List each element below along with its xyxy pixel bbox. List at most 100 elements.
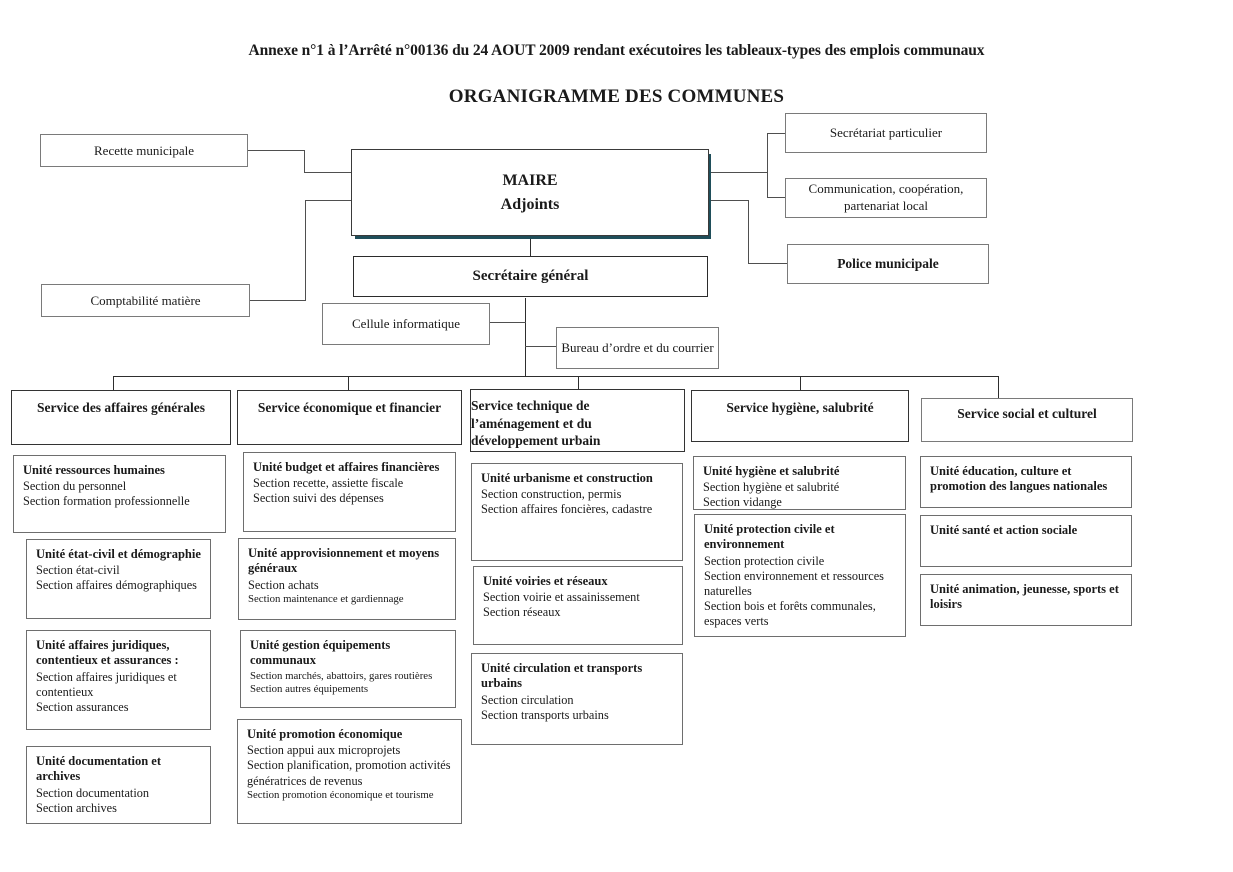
service-title-technique-line1: Service technique de	[471, 398, 590, 414]
unit-section: Section réseaux	[483, 605, 561, 620]
service-header-technique-amenagement[interactable]: Service technique de l’aménagement et du…	[470, 389, 685, 452]
unit-name: Unité affaires juridiques, contentieux e…	[36, 638, 179, 668]
unit-name: Unité circulation et transports urbains	[481, 661, 643, 691]
unit-section: Section maintenance et gardiennage	[248, 592, 404, 605]
unit-name: Unité animation, jeunesse, sports et loi…	[930, 582, 1119, 612]
secretariat-particulier-label: Secrétariat particulier	[829, 125, 943, 140]
unit-name: Unité protection civile et environnement	[704, 522, 835, 552]
unit-section: Section vidange	[703, 495, 782, 510]
unit-name: Unité hygiène et salubrité	[703, 464, 840, 478]
unit-section: Section marchés, abattoirs, gares routiè…	[250, 669, 433, 682]
connector-maire-right-h	[710, 172, 768, 173]
service-title-social-culturel: Service social et culturel	[957, 406, 1097, 421]
unit-name: Unité budget et affaires financières	[253, 460, 440, 474]
service-title-affaires-generales: Service des affaires générales	[36, 400, 206, 415]
unit-budget-affaires-financieres[interactable]: Unité budget et affaires financières Sec…	[243, 452, 456, 532]
annex-title: Annexe n°1 à l’Arrêté n°00136 du 24 AOUT…	[248, 42, 985, 59]
unit-name: Unité santé et action sociale	[930, 523, 1078, 537]
service-title-economique-financier: Service économique et financier	[257, 400, 442, 415]
unit-section: Section circulation	[481, 692, 574, 707]
connector-recette-h1	[248, 150, 305, 151]
unit-section: Section voirie et assainissement	[483, 590, 640, 605]
unit-section: Section autres équipements	[250, 683, 369, 696]
unit-approvisionnement-moyens-generaux[interactable]: Unité approvisionnement et moyens généra…	[238, 538, 456, 620]
unit-ressources-humaines[interactable]: Unité ressources humaines Section du per…	[13, 455, 226, 533]
unit-name: Unité éducation, culture et promotion de…	[930, 464, 1108, 494]
connector-recette-h2	[304, 172, 352, 173]
unit-name: Unité ressources humaines	[23, 463, 165, 477]
unit-section: Section recette, assiette fiscale	[253, 476, 404, 491]
unit-section: Section environnement et ressources natu…	[704, 568, 884, 598]
unit-animation-jeunesse-sports-loisirs[interactable]: Unité animation, jeunesse, sports et loi…	[920, 574, 1132, 626]
comptabilite-label: Comptabilité matière	[90, 292, 201, 308]
connector-bureau-h	[525, 346, 556, 347]
service-title-technique-line3: développement urbain	[471, 433, 601, 449]
unit-protection-civile-environnement[interactable]: Unité protection civile et environnement…	[694, 514, 906, 637]
connector-sg-spine	[525, 298, 526, 376]
service-header-affaires-generales[interactable]: Service des affaires générales	[11, 390, 231, 445]
unit-name: Unité gestion équipements communaux	[250, 638, 391, 668]
police-municipale-label: Police municipale	[837, 256, 939, 271]
service-title-technique-line2: l’aménagement et du	[471, 415, 592, 431]
communication-label-line1: Communication, coopération,	[808, 181, 964, 197]
connector-drop-svc-3	[578, 376, 579, 390]
connector-police-h2	[748, 263, 788, 264]
cellule-informatique-label: Cellule informatique	[352, 316, 460, 331]
box-recette-municipale[interactable]: Recette municipale	[40, 134, 248, 167]
connector-secretariat-h	[767, 133, 786, 134]
unit-section: Section hygiène et salubrité	[703, 480, 840, 495]
unit-circulation-transports-urbains[interactable]: Unité circulation et transports urbains …	[471, 653, 683, 745]
box-bureau-ordre-courrier[interactable]: Bureau d’ordre et du courrier	[556, 327, 719, 369]
connector-communication-h	[767, 197, 786, 198]
service-title-hygiene-salubrite: Service hygiène, salubrité	[726, 400, 874, 415]
unit-section: Section affaires juridiques et contentie…	[36, 669, 177, 699]
unit-section: Section promotion économique et tourisme	[247, 788, 434, 801]
unit-name: Unité voiries et réseaux	[483, 574, 608, 588]
connector-comptabilite-h2	[305, 200, 352, 201]
unit-section: Section planification, promotion activit…	[247, 758, 451, 788]
connector-drop-svc-1	[113, 376, 114, 390]
service-header-social-culturel[interactable]: Service social et culturel	[921, 398, 1133, 442]
unit-education-culture-langues[interactable]: Unité éducation, culture et promotion de…	[920, 456, 1132, 508]
unit-name: Unité urbanisme et construction	[481, 471, 653, 485]
unit-voiries-reseaux[interactable]: Unité voiries et réseaux Section voirie …	[473, 566, 683, 645]
unit-documentation-archives[interactable]: Unité documentation et archives Section …	[26, 746, 211, 824]
unit-section: Section archives	[36, 800, 117, 815]
recette-label: Recette municipale	[94, 142, 194, 158]
connector-drop-svc-2	[348, 376, 349, 390]
unit-promotion-economique[interactable]: Unité promotion économique Section appui…	[237, 719, 462, 824]
connector-police-h1	[710, 200, 749, 201]
unit-name: Unité approvisionnement et moyens généra…	[248, 546, 440, 576]
unit-urbanisme-construction[interactable]: Unité urbanisme et construction Section …	[471, 463, 683, 561]
box-communication-cooperation[interactable]: Communication, coopération, partenariat …	[785, 178, 987, 218]
unit-etat-civil-demographie[interactable]: Unité état-civil et démographie Section …	[26, 539, 211, 619]
connector-drop-svc-5	[998, 376, 999, 398]
communication-label-line2: partenariat local	[843, 198, 929, 213]
unit-section: Section achats	[248, 577, 319, 592]
service-header-hygiene-salubrite[interactable]: Service hygiène, salubrité	[691, 390, 909, 442]
connector-recette-v	[304, 150, 305, 173]
service-header-economique-financier[interactable]: Service économique et financier	[237, 390, 462, 445]
box-comptabilite-matiere[interactable]: Comptabilité matière	[41, 284, 250, 317]
unit-name: Unité état-civil et démographie	[36, 547, 201, 561]
box-maire-adjoints[interactable]: MAIRE Adjoints	[351, 149, 709, 236]
unit-section: Section état-civil	[36, 563, 120, 578]
unit-section: Section du personnel	[23, 479, 127, 494]
box-cellule-informatique[interactable]: Cellule informatique	[322, 303, 490, 345]
connector-right-bus-v	[767, 133, 768, 198]
unit-hygiene-salubrite[interactable]: Unité hygiène et salubrité Section hygiè…	[693, 456, 906, 510]
connector-comptabilite-h1	[250, 300, 306, 301]
unit-gestion-equipements-communaux[interactable]: Unité gestion équipements communaux Sect…	[240, 630, 456, 708]
unit-sante-action-sociale[interactable]: Unité santé et action sociale	[920, 515, 1132, 567]
unit-affaires-juridiques-contentieux-assurances[interactable]: Unité affaires juridiques, contentieux e…	[26, 630, 211, 730]
unit-section: Section transports urbains	[481, 707, 609, 722]
unit-name: Unité promotion économique	[247, 727, 403, 741]
unit-section: Section bois et forêts communales, espac…	[704, 599, 876, 629]
box-police-municipale[interactable]: Police municipale	[787, 244, 989, 284]
box-secretaire-general[interactable]: Secrétaire général	[353, 256, 708, 297]
unit-section: Section formation professionnelle	[23, 494, 190, 509]
box-secretariat-particulier[interactable]: Secrétariat particulier	[785, 113, 987, 153]
connector-cellule-h	[490, 322, 526, 323]
connector-comptabilite-v	[305, 200, 306, 301]
